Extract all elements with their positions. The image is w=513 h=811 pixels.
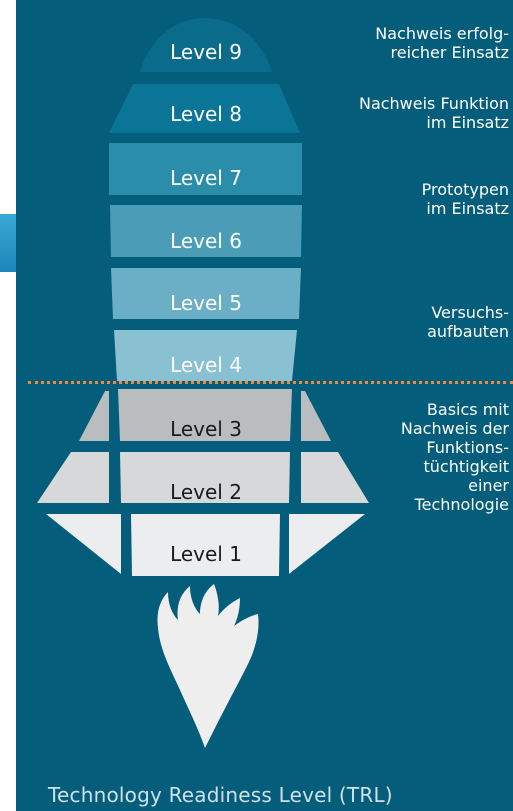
level-9-segment	[140, 18, 272, 72]
level-3-segment	[118, 389, 292, 441]
description-level-7: Prototypen im Einsatz	[421, 180, 509, 218]
level-7-label: Level 7	[170, 166, 242, 190]
description-level-8: Nachweis Funktion im Einsatz	[358, 94, 509, 132]
level-6-label: Level 6	[170, 229, 242, 253]
level-3-right-fin	[301, 391, 331, 441]
description-levels-3-1: Basics mit Nachweis der Funktions- tücht…	[400, 400, 509, 514]
level-2-label: Level 2	[170, 480, 242, 504]
level-3-left-fin	[79, 391, 109, 441]
level-1-left-fin	[46, 514, 121, 574]
level-5-label: Level 5	[170, 291, 242, 315]
diagram-caption: Technology Readiness Level (TRL)	[48, 783, 393, 807]
level-9-label: Level 9	[170, 40, 242, 64]
level-1-label: Level 1	[170, 542, 242, 566]
level-1-segment	[131, 514, 280, 576]
level-8-label: Level 8	[170, 102, 242, 126]
level-2-segment	[120, 452, 290, 503]
description-levels-9: Nachweis erfolg- reicher Einsatz	[375, 24, 509, 62]
level-4-label: Level 4	[170, 353, 242, 377]
description-levels-5-4: Versuchs- aufbauten	[427, 303, 509, 341]
level-2-right-fin	[301, 452, 369, 503]
level-8-segment	[109, 84, 300, 133]
level-6-segment	[110, 205, 302, 257]
level-1-right-fin	[289, 514, 365, 574]
level-3-label: Level 3	[170, 417, 242, 441]
level-4-segment	[114, 330, 297, 381]
level-5-segment	[111, 268, 301, 319]
exhaust-flame	[157, 584, 259, 748]
side-accent-tab	[0, 214, 16, 272]
level-2-left-fin	[37, 452, 109, 503]
orange-dotted-divider	[28, 381, 513, 384]
level-7-segment	[109, 143, 302, 195]
